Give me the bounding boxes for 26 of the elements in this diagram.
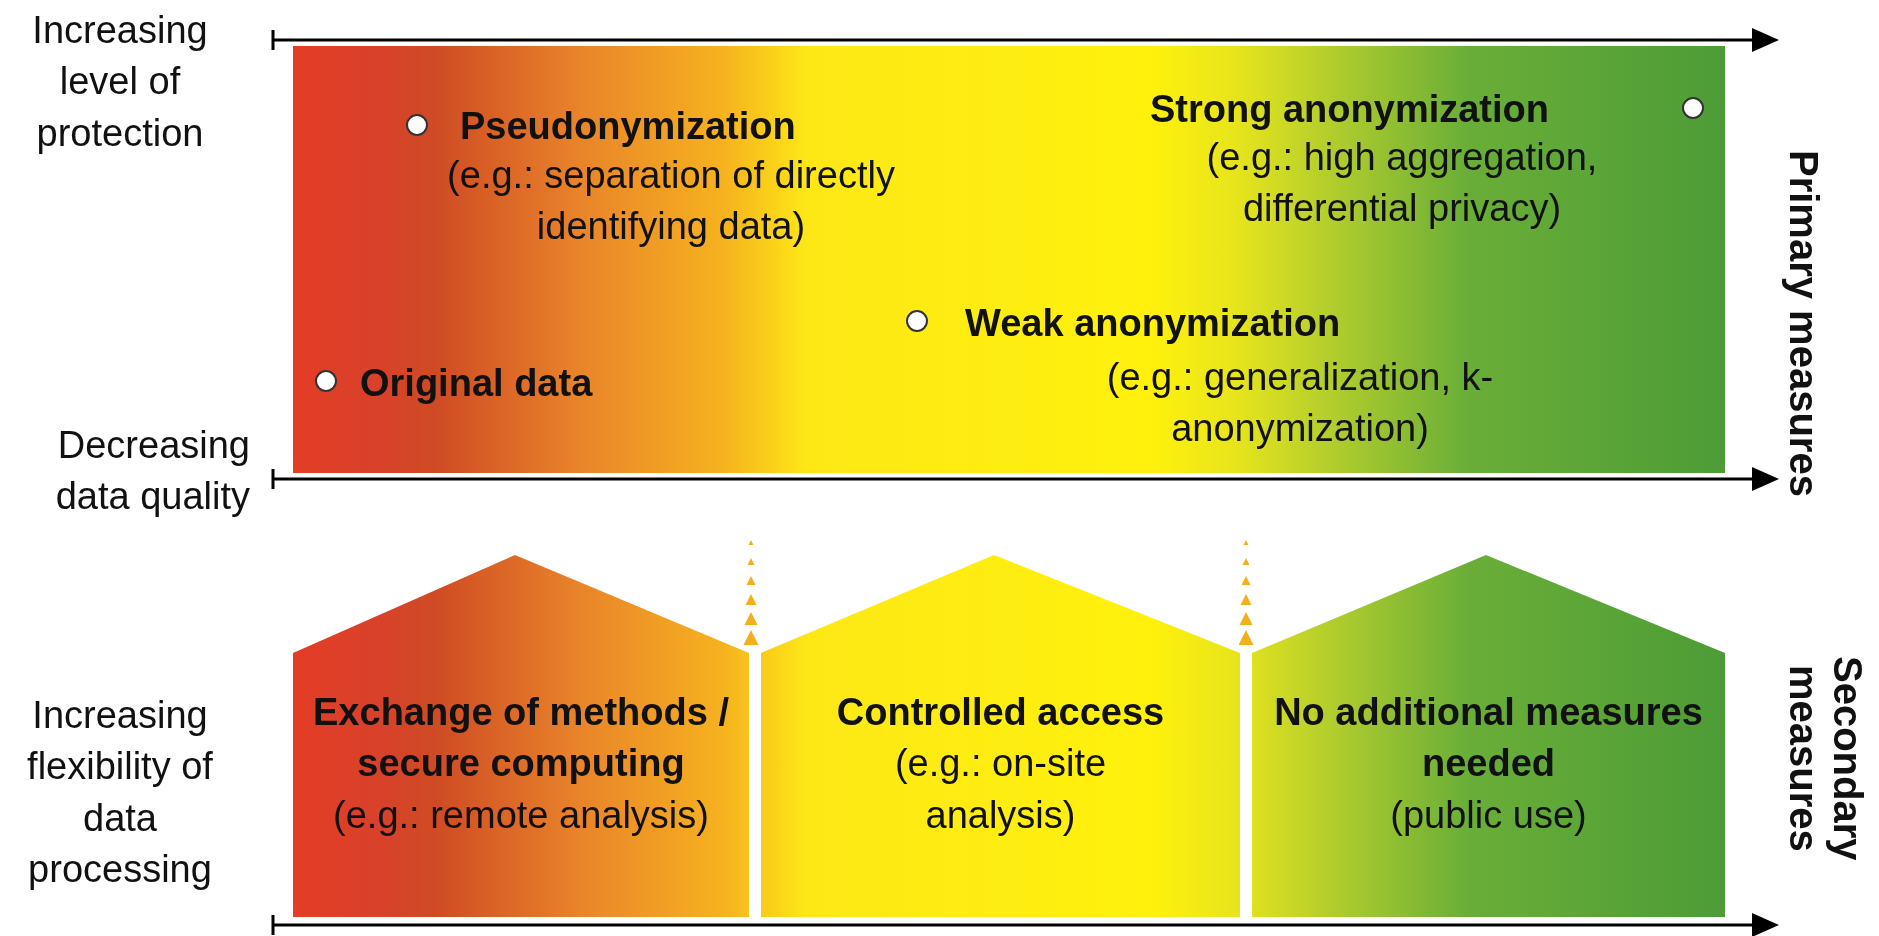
point-title: Weak anonymization <box>965 301 1341 346</box>
pentagon-panel <box>1252 555 1725 917</box>
point-marker <box>406 114 428 136</box>
example-text: (e.g.: separation of directly identifying data) <box>446 153 896 250</box>
gradient-band <box>293 46 1725 473</box>
panel-title: Exchange of methods / secure computing <box>312 690 730 787</box>
axis-label: Increasing level of protection <box>31 8 209 156</box>
panel-title: Controlled access <box>836 690 1165 735</box>
example-text: (e.g.: on-site analysis) <box>893 741 1108 838</box>
section-label: Secondary measures <box>1782 654 1870 863</box>
point-marker <box>1682 97 1704 119</box>
example-text: (e.g.: generalization, k-anonymization) <box>1105 355 1495 452</box>
pentagon-panel <box>761 555 1240 917</box>
section-label: Primary measures <box>1782 150 1826 497</box>
point-title: Original data <box>360 361 593 406</box>
point-title: Pseudonymization <box>460 104 796 149</box>
axis-label: Decreasing data quality <box>54 423 250 520</box>
point-marker <box>906 310 928 332</box>
axis-label: Increasing flexibility of data processing <box>26 693 214 892</box>
example-text: (public use) <box>1390 792 1587 838</box>
example-text: (e.g.: remote analysis) <box>333 792 709 838</box>
panel-title: No additional measures needed <box>1273 690 1704 787</box>
example-text: (e.g.: high aggregation, differential privacy) <box>1205 135 1599 232</box>
point-marker <box>315 370 337 392</box>
point-title: Strong anonymization <box>1150 87 1549 132</box>
pentagon-panel <box>293 555 749 917</box>
